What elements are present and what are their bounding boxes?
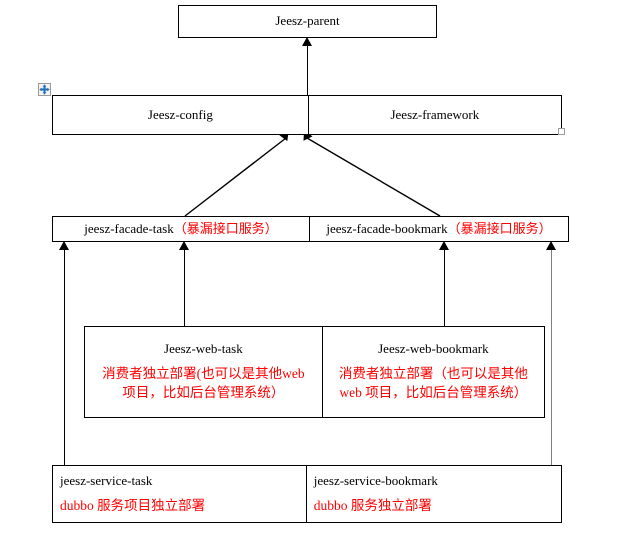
- node-jeesz-service-task[interactable]: jeesz-service-task dubbo 服务项目独立部署: [53, 466, 306, 522]
- node-jeesz-parent[interactable]: Jeesz-parent: [178, 5, 437, 38]
- node-jeesz-service-bookmark[interactable]: jeesz-service-bookmark dubbo 服务独立部署: [305, 466, 561, 522]
- facade-task-note: （暴漏接口服务）: [173, 220, 278, 236]
- arrowhead-service-bookmark-to-facade: [546, 241, 556, 250]
- connector-framework-to-parent: [307, 46, 308, 96]
- node-jeesz-service-task-note: dubbo 服务项目独立部署: [60, 497, 206, 513]
- connector-service-task-to-facade: [64, 250, 65, 465]
- facade-bookmark-note: （暴漏接口服务）: [447, 220, 552, 236]
- node-jeesz-facade-task[interactable]: jeesz-facade-task（暴漏接口服务）: [53, 217, 309, 241]
- node-jeesz-web-task-label: Jeesz-web-task: [164, 341, 243, 357]
- node-jeesz-framework[interactable]: Jeesz-framework: [307, 96, 561, 134]
- node-row-facade[interactable]: jeesz-facade-task（暴漏接口服务） jeesz-facade-b…: [52, 216, 569, 242]
- table-resize-handle[interactable]: [558, 128, 565, 135]
- node-jeesz-web-task-note-line1: 消费者独立部署(也可以是其他web: [102, 365, 305, 381]
- connector-web-bookmark-to-facade: [444, 250, 445, 327]
- node-jeesz-service-task-label: jeesz-service-task: [60, 472, 153, 488]
- node-jeesz-web-bookmark-label: Jeesz-web-bookmark: [378, 341, 489, 357]
- node-jeesz-web-bookmark-note-line2: web 项目，比如后台管理系统）: [339, 385, 528, 401]
- arrowhead-to-parent: [302, 37, 312, 46]
- node-jeesz-parent-label: Jeesz-parent: [275, 13, 340, 29]
- move-icon: [39, 84, 50, 95]
- node-jeesz-facade-bookmark-label: jeesz-facade-bookmark（暴漏接口服务）: [310, 220, 568, 239]
- facade-task-name: jeesz-facade-task: [84, 220, 174, 236]
- node-row-web[interactable]: Jeesz-web-task 消费者独立部署(也可以是其他web 项目，比如后台…: [84, 326, 545, 418]
- arrowhead-web-task-to-facade: [179, 241, 189, 250]
- arrowhead-service-task-to-facade: [59, 241, 69, 250]
- node-jeesz-config-label: Jeesz-config: [147, 106, 213, 122]
- node-jeesz-web-bookmark-note-line1: 消费者独立部署（也可以是其他: [338, 365, 528, 381]
- node-jeesz-facade-task-label: jeesz-facade-task（暴漏接口服务）: [53, 220, 309, 239]
- node-jeesz-config[interactable]: Jeesz-config: [53, 96, 308, 134]
- node-jeesz-facade-bookmark[interactable]: jeesz-facade-bookmark（暴漏接口服务）: [309, 217, 568, 241]
- connector-service-bookmark-to-facade: [551, 250, 552, 465]
- node-jeesz-web-bookmark[interactable]: Jeesz-web-bookmark 消费者独立部署（也可以是其他 web 项目…: [321, 327, 544, 417]
- node-jeesz-service-bookmark-label: jeesz-service-bookmark: [313, 472, 438, 488]
- node-jeesz-web-task-note-line2: 项目，比如后台管理系统）: [122, 385, 285, 401]
- node-row-service[interactable]: jeesz-service-task dubbo 服务项目独立部署 jeesz-…: [52, 465, 562, 523]
- table-move-handle[interactable]: [38, 83, 51, 96]
- connector-web-task-to-facade: [184, 250, 185, 327]
- node-jeesz-framework-label: Jeesz-framework: [390, 106, 480, 122]
- node-row-config-framework[interactable]: Jeesz-config Jeesz-framework: [52, 95, 562, 135]
- arrowhead-web-bookmark-to-facade: [439, 241, 449, 250]
- facade-bookmark-name: jeesz-facade-bookmark: [326, 220, 448, 236]
- node-jeesz-service-bookmark-note: dubbo 服务独立部署: [313, 497, 432, 513]
- node-jeesz-web-task[interactable]: Jeesz-web-task 消费者独立部署(也可以是其他web 项目，比如后台…: [85, 327, 322, 417]
